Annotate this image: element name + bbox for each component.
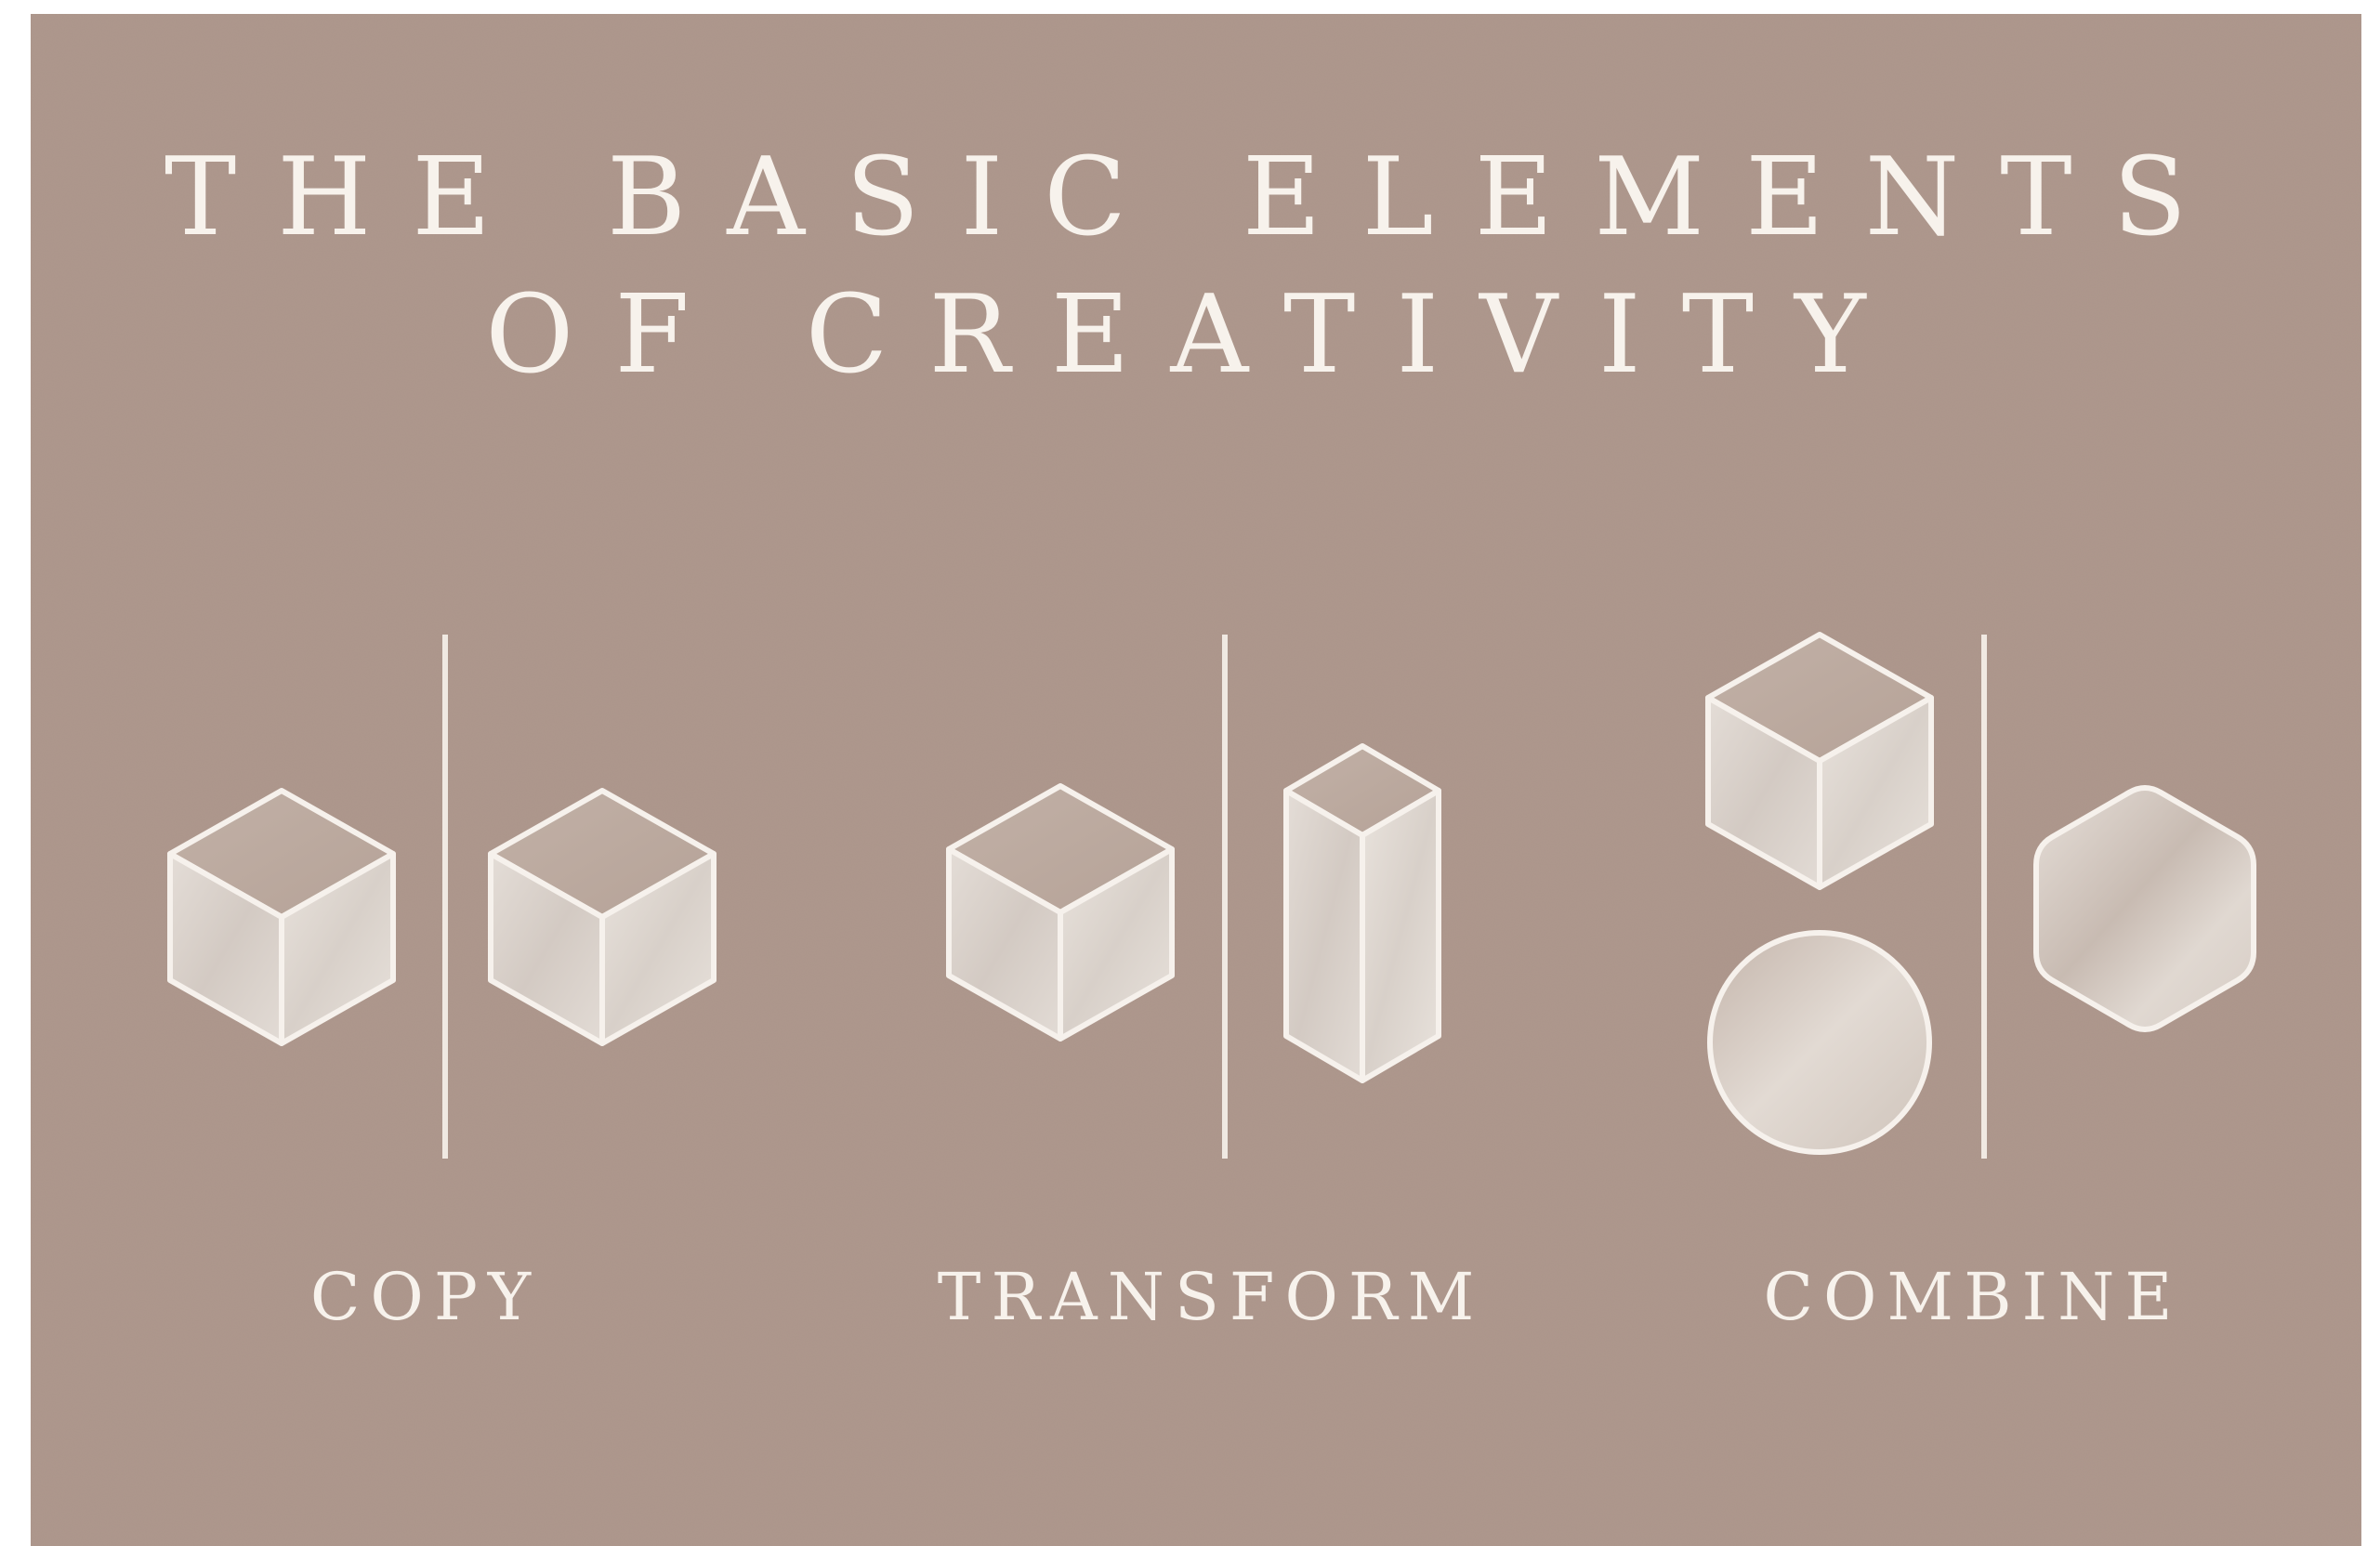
paper-texture <box>31 14 2361 1546</box>
combine-cube <box>1705 632 1934 890</box>
title-line-1: THE BASIC ELEMENTS <box>164 135 2229 260</box>
caption-transform: TRANSFORM <box>937 1259 1485 1335</box>
transform-tall-prism <box>1283 743 1441 1083</box>
poster: THE BASIC ELEMENTS OF CREATIVITY <box>31 14 2361 1546</box>
combine-rounded-hexagon <box>2033 785 2256 1032</box>
shapes-illustration <box>167 632 2256 1159</box>
copy-right-cube <box>488 788 717 1046</box>
transform-left-cube <box>946 783 1175 1042</box>
title-line-2: OF CREATIVITY <box>485 272 1907 398</box>
copy-left-cube <box>167 788 396 1046</box>
caption-combine: COMBINE <box>1763 1259 2183 1335</box>
combine-circle <box>1707 930 1932 1155</box>
caption-copy: COPY <box>309 1259 542 1335</box>
